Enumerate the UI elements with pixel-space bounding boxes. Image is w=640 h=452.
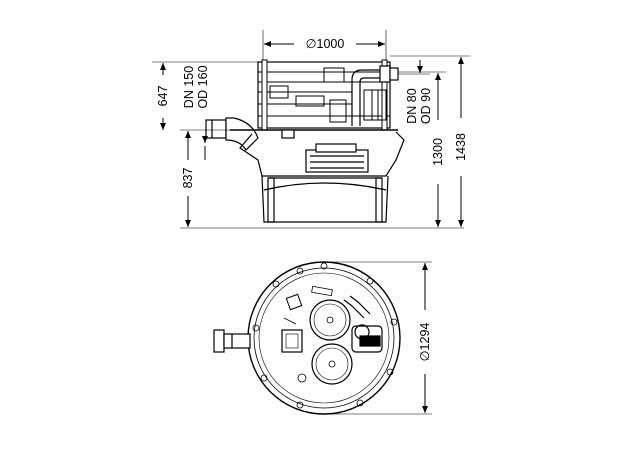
outlet-label-dn: DN 80 xyxy=(405,88,419,123)
plan-view xyxy=(213,261,432,415)
outlet-label-od: OD 90 xyxy=(419,88,433,124)
inlet-label-dn: DN 150 xyxy=(182,66,196,108)
discharge-pipe xyxy=(351,65,399,126)
side-diameter-dimension xyxy=(262,30,387,62)
dimension-1300 xyxy=(398,71,446,227)
lower-manhole xyxy=(311,343,353,385)
dimension-1294 xyxy=(324,261,432,415)
pump-unit xyxy=(311,285,383,353)
rim-bolts xyxy=(252,262,398,409)
dim-1438-label: 1438 xyxy=(454,133,468,161)
access-cover xyxy=(281,329,303,353)
plan-inlet-pipe xyxy=(213,329,251,353)
dim-1300-label: 1300 xyxy=(431,138,445,166)
inlet-label-od: OD 160 xyxy=(196,65,210,108)
dimension-1438 xyxy=(390,55,470,227)
upper-manhole xyxy=(309,299,351,341)
outlet-leader xyxy=(398,60,430,75)
tank-body xyxy=(239,129,405,223)
dimension-647 xyxy=(152,61,262,130)
dimension-837 xyxy=(180,129,464,229)
side-diameter-label: ∅1000 xyxy=(306,37,345,51)
dim-837-label: 837 xyxy=(181,168,195,189)
inlet-pipe xyxy=(205,117,259,151)
side-view xyxy=(152,30,470,229)
dim-647-label: 647 xyxy=(156,86,170,107)
plan-diameter-label: ∅1294 xyxy=(418,323,432,362)
